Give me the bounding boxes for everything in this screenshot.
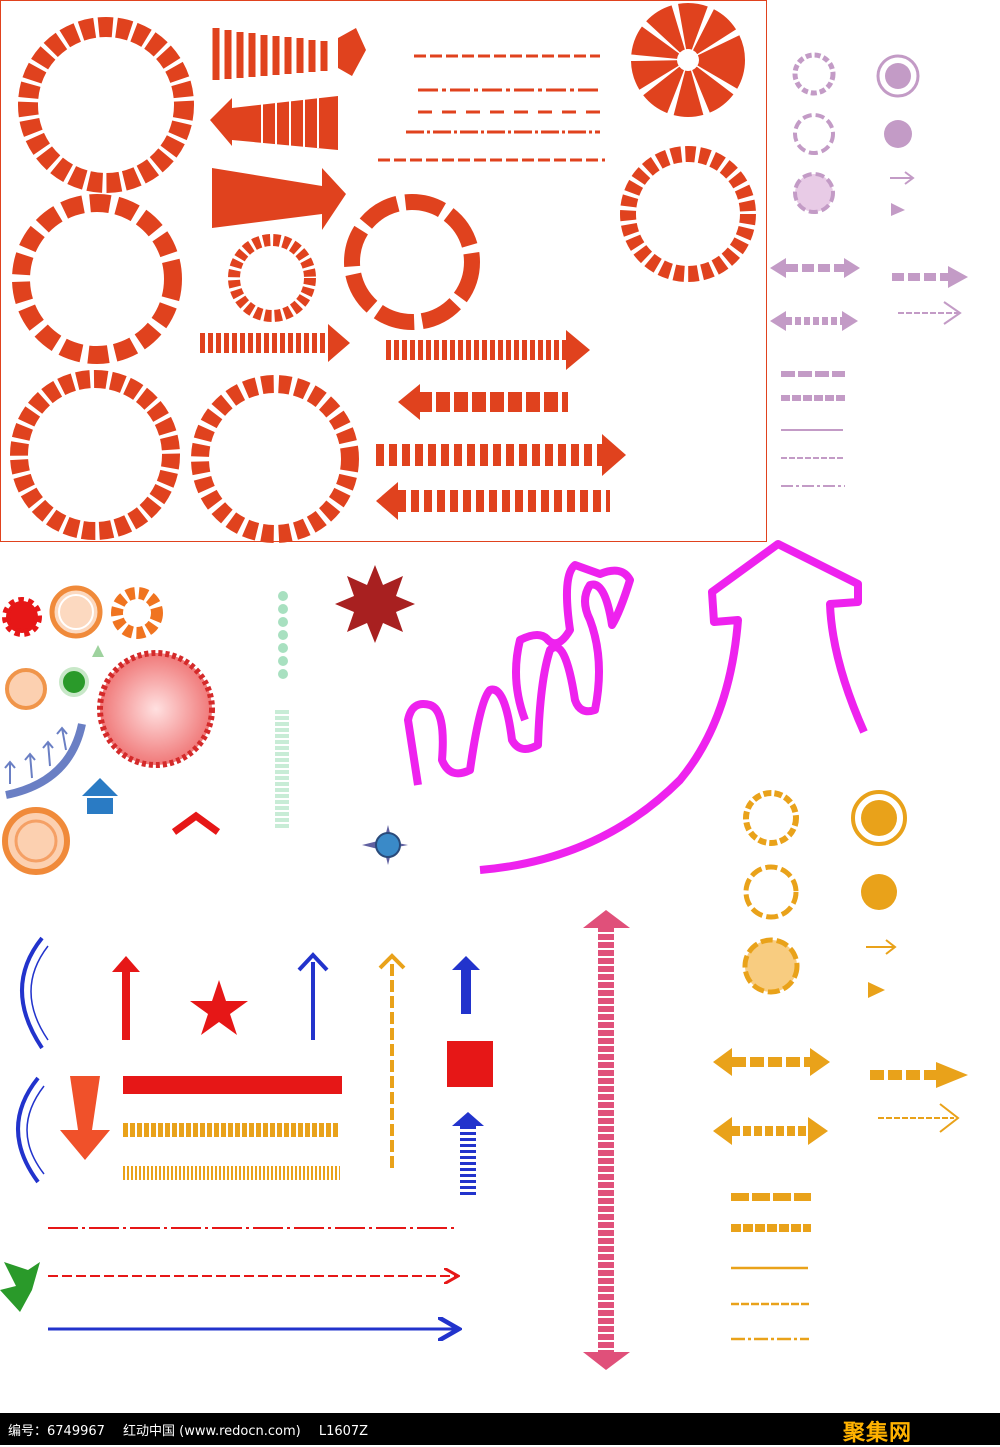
brand-logo: 聚集网 bbox=[842, 1421, 912, 1446]
small-arrow-right-icon bbox=[890, 171, 915, 185]
colored-arrow-set bbox=[0, 936, 493, 1329]
dashed-circle-icon bbox=[743, 790, 799, 846]
starburst-icon bbox=[335, 565, 415, 643]
curved-gauge-icon bbox=[5, 723, 86, 799]
striped-arrow-right-icon bbox=[200, 324, 350, 362]
wedge-arrow-icon bbox=[212, 168, 346, 230]
bracket-curve-icon bbox=[30, 945, 49, 1041]
red-square-icon bbox=[447, 1041, 493, 1087]
double-arrow-dashed-icon bbox=[770, 311, 858, 331]
segmented-ring-icon bbox=[228, 234, 316, 322]
image-id-text: 编号：6749967 bbox=[8, 1423, 105, 1439]
dashed-arrow-right-icon bbox=[892, 266, 968, 288]
striped-arrow-up-icon bbox=[452, 1112, 484, 1198]
segmented-ring-icon bbox=[620, 146, 756, 282]
segmented-ring-icon bbox=[10, 370, 180, 540]
fat-arrow-down-icon bbox=[60, 1076, 110, 1160]
gauge-arrow-icons bbox=[4, 726, 68, 784]
thin-arrow-right-icon bbox=[898, 301, 962, 325]
gear-icon bbox=[2, 597, 42, 637]
segmented-ring-icon bbox=[191, 375, 359, 543]
dashed-circle-icon bbox=[792, 52, 836, 96]
site-text: 红动中国 (www.redocn.com) bbox=[123, 1423, 301, 1439]
mint-dot-column bbox=[278, 591, 288, 679]
segmented-ring-icon bbox=[344, 194, 480, 330]
orange-element-panel bbox=[0, 0, 767, 543]
striped-arrow-left-icon bbox=[376, 482, 610, 520]
pink-double-arrow-icon bbox=[583, 910, 630, 1370]
dot-icon bbox=[884, 120, 912, 148]
peach-circle-icon bbox=[5, 668, 47, 710]
dot-icon bbox=[861, 874, 897, 910]
dashed-line-set bbox=[378, 54, 605, 162]
double-circle-icon bbox=[876, 54, 920, 98]
triangle-pointer-icon bbox=[868, 982, 885, 998]
thin-arrow-right-icon bbox=[878, 1103, 960, 1133]
gear-icon bbox=[111, 587, 163, 639]
dashed-circle-icon bbox=[742, 937, 800, 995]
bracket-curve-icon bbox=[20, 936, 44, 1050]
ring-badge-inner bbox=[14, 819, 58, 863]
footer-info: 编号：6749967 红动中国 (www.redocn.com) L1607Z bbox=[0, 1420, 382, 1439]
green-arrow-down-icon bbox=[0, 1262, 40, 1312]
red-bar bbox=[123, 1076, 342, 1094]
double-circle-inner bbox=[885, 63, 911, 89]
arrow-up-icon bbox=[452, 956, 480, 1014]
compass-icon bbox=[362, 825, 408, 865]
double-circle-inner bbox=[861, 800, 897, 836]
striped-taper-arrow-icon bbox=[212, 28, 366, 80]
double-circle-icon bbox=[851, 790, 907, 846]
bracket-curve-icon bbox=[26, 1085, 45, 1175]
dashed-circle-icon bbox=[793, 113, 835, 155]
arrow-up-icon bbox=[297, 952, 329, 1040]
amber-element-set bbox=[713, 790, 968, 1341]
code-text: L1607Z bbox=[318, 1423, 369, 1439]
tree-icon bbox=[92, 645, 104, 657]
green-button-icon bbox=[59, 667, 89, 697]
striped-arrow-left-icon bbox=[398, 384, 568, 420]
dashed-circle-icon bbox=[743, 864, 799, 920]
star-icon bbox=[190, 980, 248, 1035]
large-curved-arrow-icon bbox=[479, 540, 868, 874]
wavy-magenta-line bbox=[404, 561, 634, 786]
segmented-ring-icon bbox=[18, 17, 194, 193]
ring-badge-inner bbox=[58, 594, 94, 630]
dashed-circle-icon bbox=[793, 172, 835, 214]
double-arrow-dashed-icon bbox=[770, 258, 860, 278]
striped-taper-arrow-icon bbox=[210, 96, 338, 150]
bracket-curve-icon bbox=[16, 1076, 40, 1184]
pink-badge-icon bbox=[97, 650, 215, 768]
dash-line-samples bbox=[781, 371, 845, 487]
ring-badge-icon bbox=[2, 807, 70, 875]
dash-line-samples bbox=[731, 1193, 811, 1341]
violet-element-set bbox=[770, 52, 968, 487]
chevron-up-icon bbox=[171, 811, 221, 835]
striped-arrow-right-icon bbox=[386, 330, 590, 370]
double-arrow-dashed-icon bbox=[713, 1048, 830, 1076]
dashed-arrow-right-icon bbox=[870, 1062, 968, 1088]
segmented-ring-icon bbox=[631, 3, 745, 117]
watermark-footer: 编号：6749967 红动中国 (www.redocn.com) L1607Z … bbox=[0, 1413, 1000, 1446]
dashed-arrow-up-icon bbox=[378, 953, 406, 1170]
triangle-pointer-icon bbox=[891, 203, 905, 216]
small-arrow-right-icon bbox=[866, 939, 897, 955]
double-arrow-dashed-icon bbox=[713, 1117, 828, 1145]
striped-arrow-right-icon bbox=[376, 434, 626, 476]
arrow-up-icon bbox=[112, 956, 140, 1040]
segmented-ring-icon bbox=[12, 194, 182, 364]
badge-cluster bbox=[2, 585, 221, 875]
house-arrow-icon bbox=[82, 778, 118, 814]
